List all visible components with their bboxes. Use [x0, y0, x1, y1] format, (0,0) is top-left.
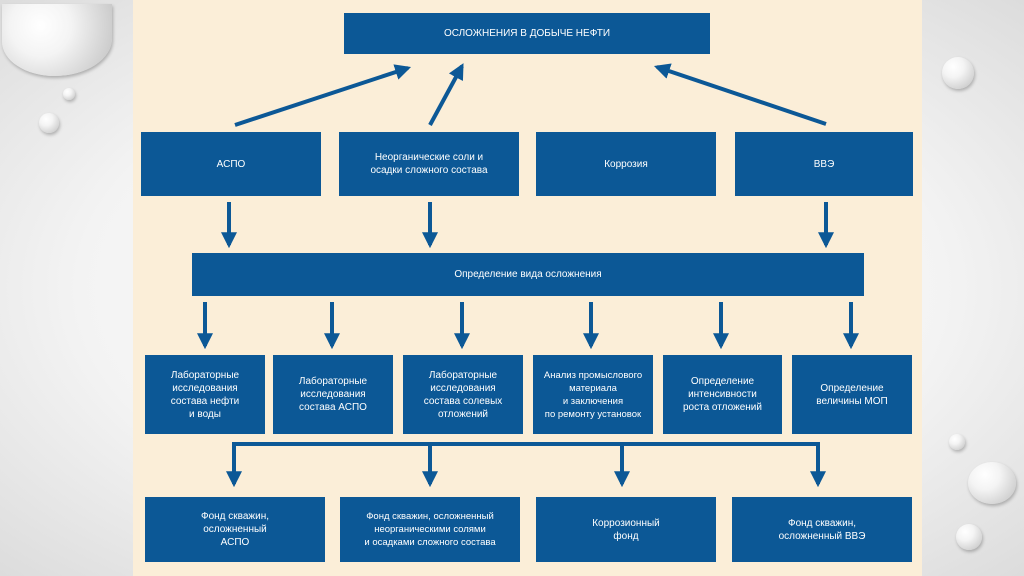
cause-aspo: АСПО [141, 132, 321, 196]
method-box-6: Определение величины МОП [792, 355, 912, 434]
water-drop-decoration [942, 57, 974, 89]
fund-aspo: Фонд скважин, осложненный АСПО [145, 497, 325, 562]
water-drop-decoration [63, 88, 75, 100]
cause-vve: ВВЭ [735, 132, 913, 196]
water-drop-decoration [968, 462, 1016, 504]
fund-inorganic-salts: Фонд скважин, осложненный неорганическим… [340, 497, 520, 562]
cause-corrosion: Коррозия [536, 132, 716, 196]
method-box-5: Определение интенсивности роста отложени… [663, 355, 782, 434]
water-drop-decoration [39, 113, 59, 133]
water-drop-decoration [2, 4, 112, 76]
method-box-2: Лабораторные исследования состава АСПО [273, 355, 393, 434]
method-box-1: Лабораторные исследования состава нефти … [145, 355, 265, 434]
middle-box: Определение вида осложнения [192, 253, 864, 296]
method-box-4: Анализ промыслового материала и заключен… [533, 355, 653, 434]
fund-vve: Фонд скважин, осложненный ВВЭ [732, 497, 912, 562]
title-box: ОСЛОЖНЕНИЯ В ДОБЫЧЕ НЕФТИ [344, 13, 710, 54]
cause-inorganic-salts: Неорганические соли и осадки сложного со… [339, 132, 519, 196]
water-drop-decoration [956, 524, 982, 550]
water-drop-decoration [949, 434, 965, 450]
fund-corrosion: Коррозионный фонд [536, 497, 716, 562]
method-box-3: Лабораторные исследования состава солевы… [403, 355, 523, 434]
